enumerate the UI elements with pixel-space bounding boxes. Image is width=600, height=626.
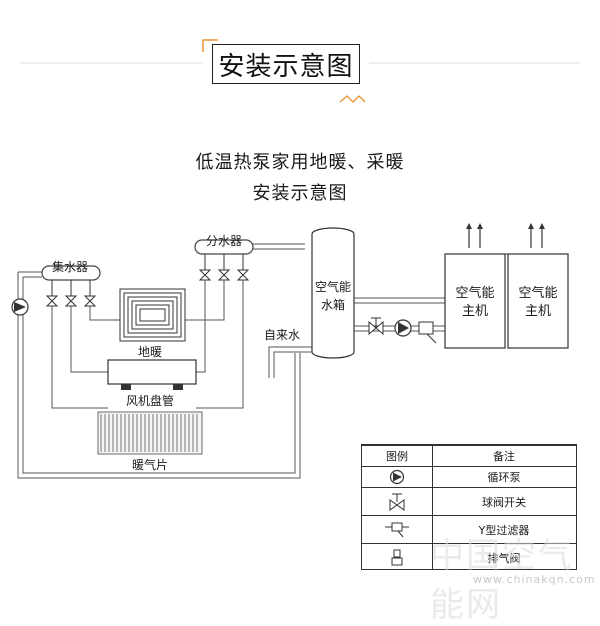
y-filter-main [418, 321, 437, 344]
floor-heating-coil [119, 288, 186, 342]
legend-header-row: 图例 备注 [362, 445, 576, 466]
radiator [97, 411, 203, 455]
fan-coil-unit [107, 359, 197, 390]
circulation-pump-loop [11, 298, 29, 316]
title-decoration-zigzag [339, 95, 366, 103]
legend-table: 图例 备注 循环泵 球阀开关 Y型过滤器 排气阀 [361, 444, 577, 570]
tap-water-label: 自来水 [264, 328, 301, 342]
air-vent-valve-icon [362, 544, 432, 571]
legend-note: 排气阀 [487, 551, 521, 565]
water-tank [311, 227, 355, 359]
collector-valves [45, 280, 97, 307]
unit2-label-line2: 主机 [524, 304, 552, 319]
legend-note: Y型过滤器 [478, 523, 530, 537]
circulation-pump-main [394, 319, 412, 337]
title-box: 安装示意图 [212, 44, 360, 84]
legend-row: 排气阀 [362, 543, 576, 571]
collector-label: 集水器 [52, 260, 89, 274]
radiator-label: 暖气片 [131, 458, 169, 472]
heat-pump-units [444, 253, 569, 349]
legend-header-note: 备注 [493, 450, 515, 463]
legend-row: Y型过滤器 [362, 515, 576, 543]
tap-water-pipe [268, 346, 312, 378]
unit1-label-line2: 主机 [461, 304, 489, 319]
subtitle-line2: 安装示意图 [252, 183, 348, 204]
main-pipe-loop [17, 243, 305, 479]
watermark-url: www.chinakqn.com [473, 573, 596, 586]
tank-label-line2: 水箱 [320, 298, 346, 312]
title-decoration [20, 39, 580, 103]
page-title: 安装示意图 [218, 51, 354, 82]
legend-row: 球阀开关 [362, 487, 576, 515]
legend-note: 循环泵 [487, 471, 521, 484]
distributor-label: 分水器 [206, 234, 243, 248]
fan-coil-label: 风机盘管 [125, 394, 175, 408]
title-decoration-top [202, 39, 218, 52]
tank-label-line1: 空气能 [314, 280, 352, 294]
subtitle-line1: 低温热泵家用地暖、采暖 [195, 152, 405, 173]
legend-header-icon: 图例 [386, 450, 408, 463]
legend-divider [432, 445, 433, 569]
radiator-fins [100, 414, 198, 452]
unit2-label-line1: 空气能 [518, 286, 558, 301]
branch-pipes [51, 280, 244, 409]
installation-diagram [11, 223, 569, 479]
unit1-label-line1: 空气能 [455, 286, 495, 301]
floor-heating-label: 地暖 [137, 345, 163, 359]
legend-note: 球阀开关 [482, 495, 526, 509]
y-filter-icon [362, 516, 432, 543]
header: 安装示意图 [0, 0, 600, 110]
legend-row: 循环泵 [362, 466, 576, 487]
exhaust-arrows [466, 223, 545, 248]
ball-valve-return [368, 317, 384, 336]
ball-valve-icon [362, 488, 432, 515]
distributor-valves [198, 254, 250, 281]
circulation-pump-icon [362, 467, 432, 487]
